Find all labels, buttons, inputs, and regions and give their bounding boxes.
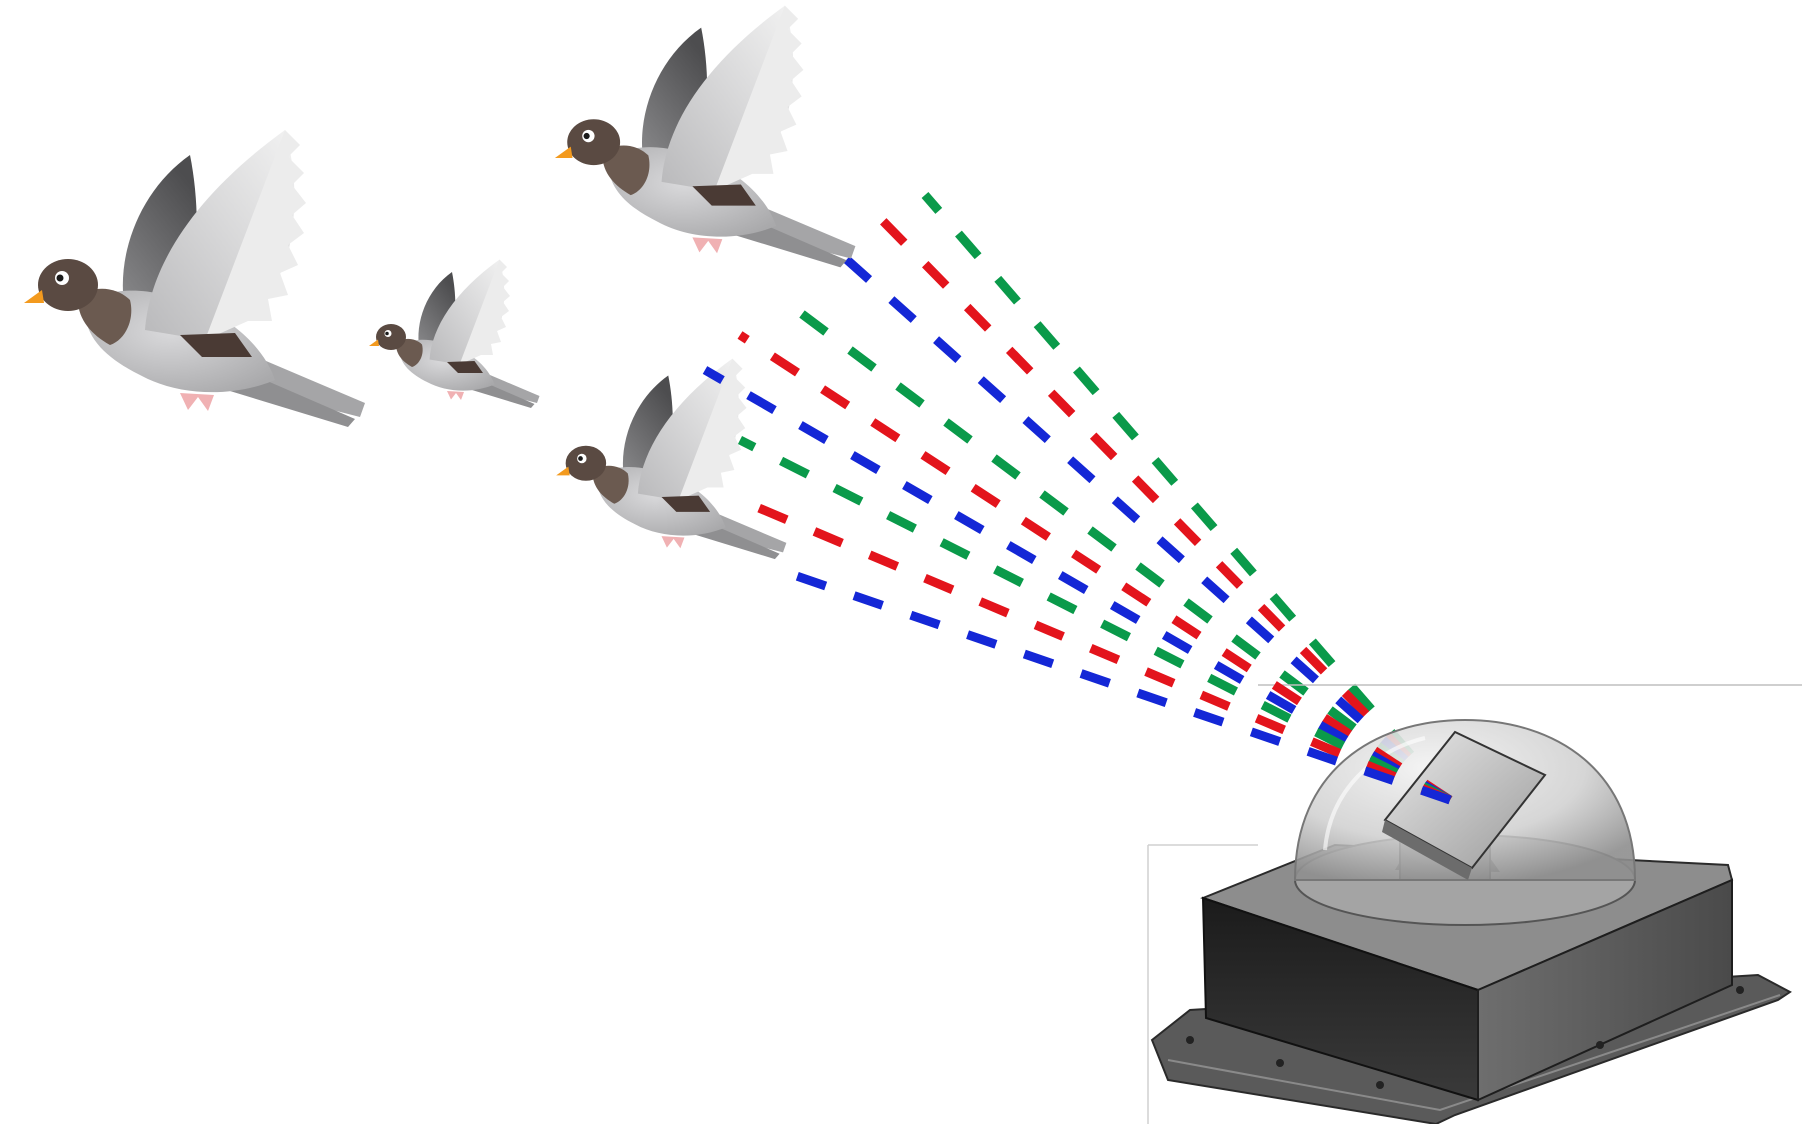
laser-beams — [790, 195, 1450, 800]
pigeon-icon — [555, 6, 856, 268]
pigeon-icon — [24, 130, 365, 427]
pigeon-icon — [556, 359, 786, 559]
laser-beam — [845, 258, 1450, 800]
pigeon-icon — [369, 260, 540, 409]
laser-beam — [790, 305, 1450, 800]
laser-beam — [740, 440, 1450, 800]
laser-emitter-icon — [1148, 685, 1802, 1124]
laser-beam — [740, 335, 1450, 800]
laser-beam — [925, 195, 1450, 800]
laser-beam — [740, 500, 1450, 800]
laser-beams-foreground — [705, 335, 1450, 800]
laser-beam — [880, 218, 1450, 800]
